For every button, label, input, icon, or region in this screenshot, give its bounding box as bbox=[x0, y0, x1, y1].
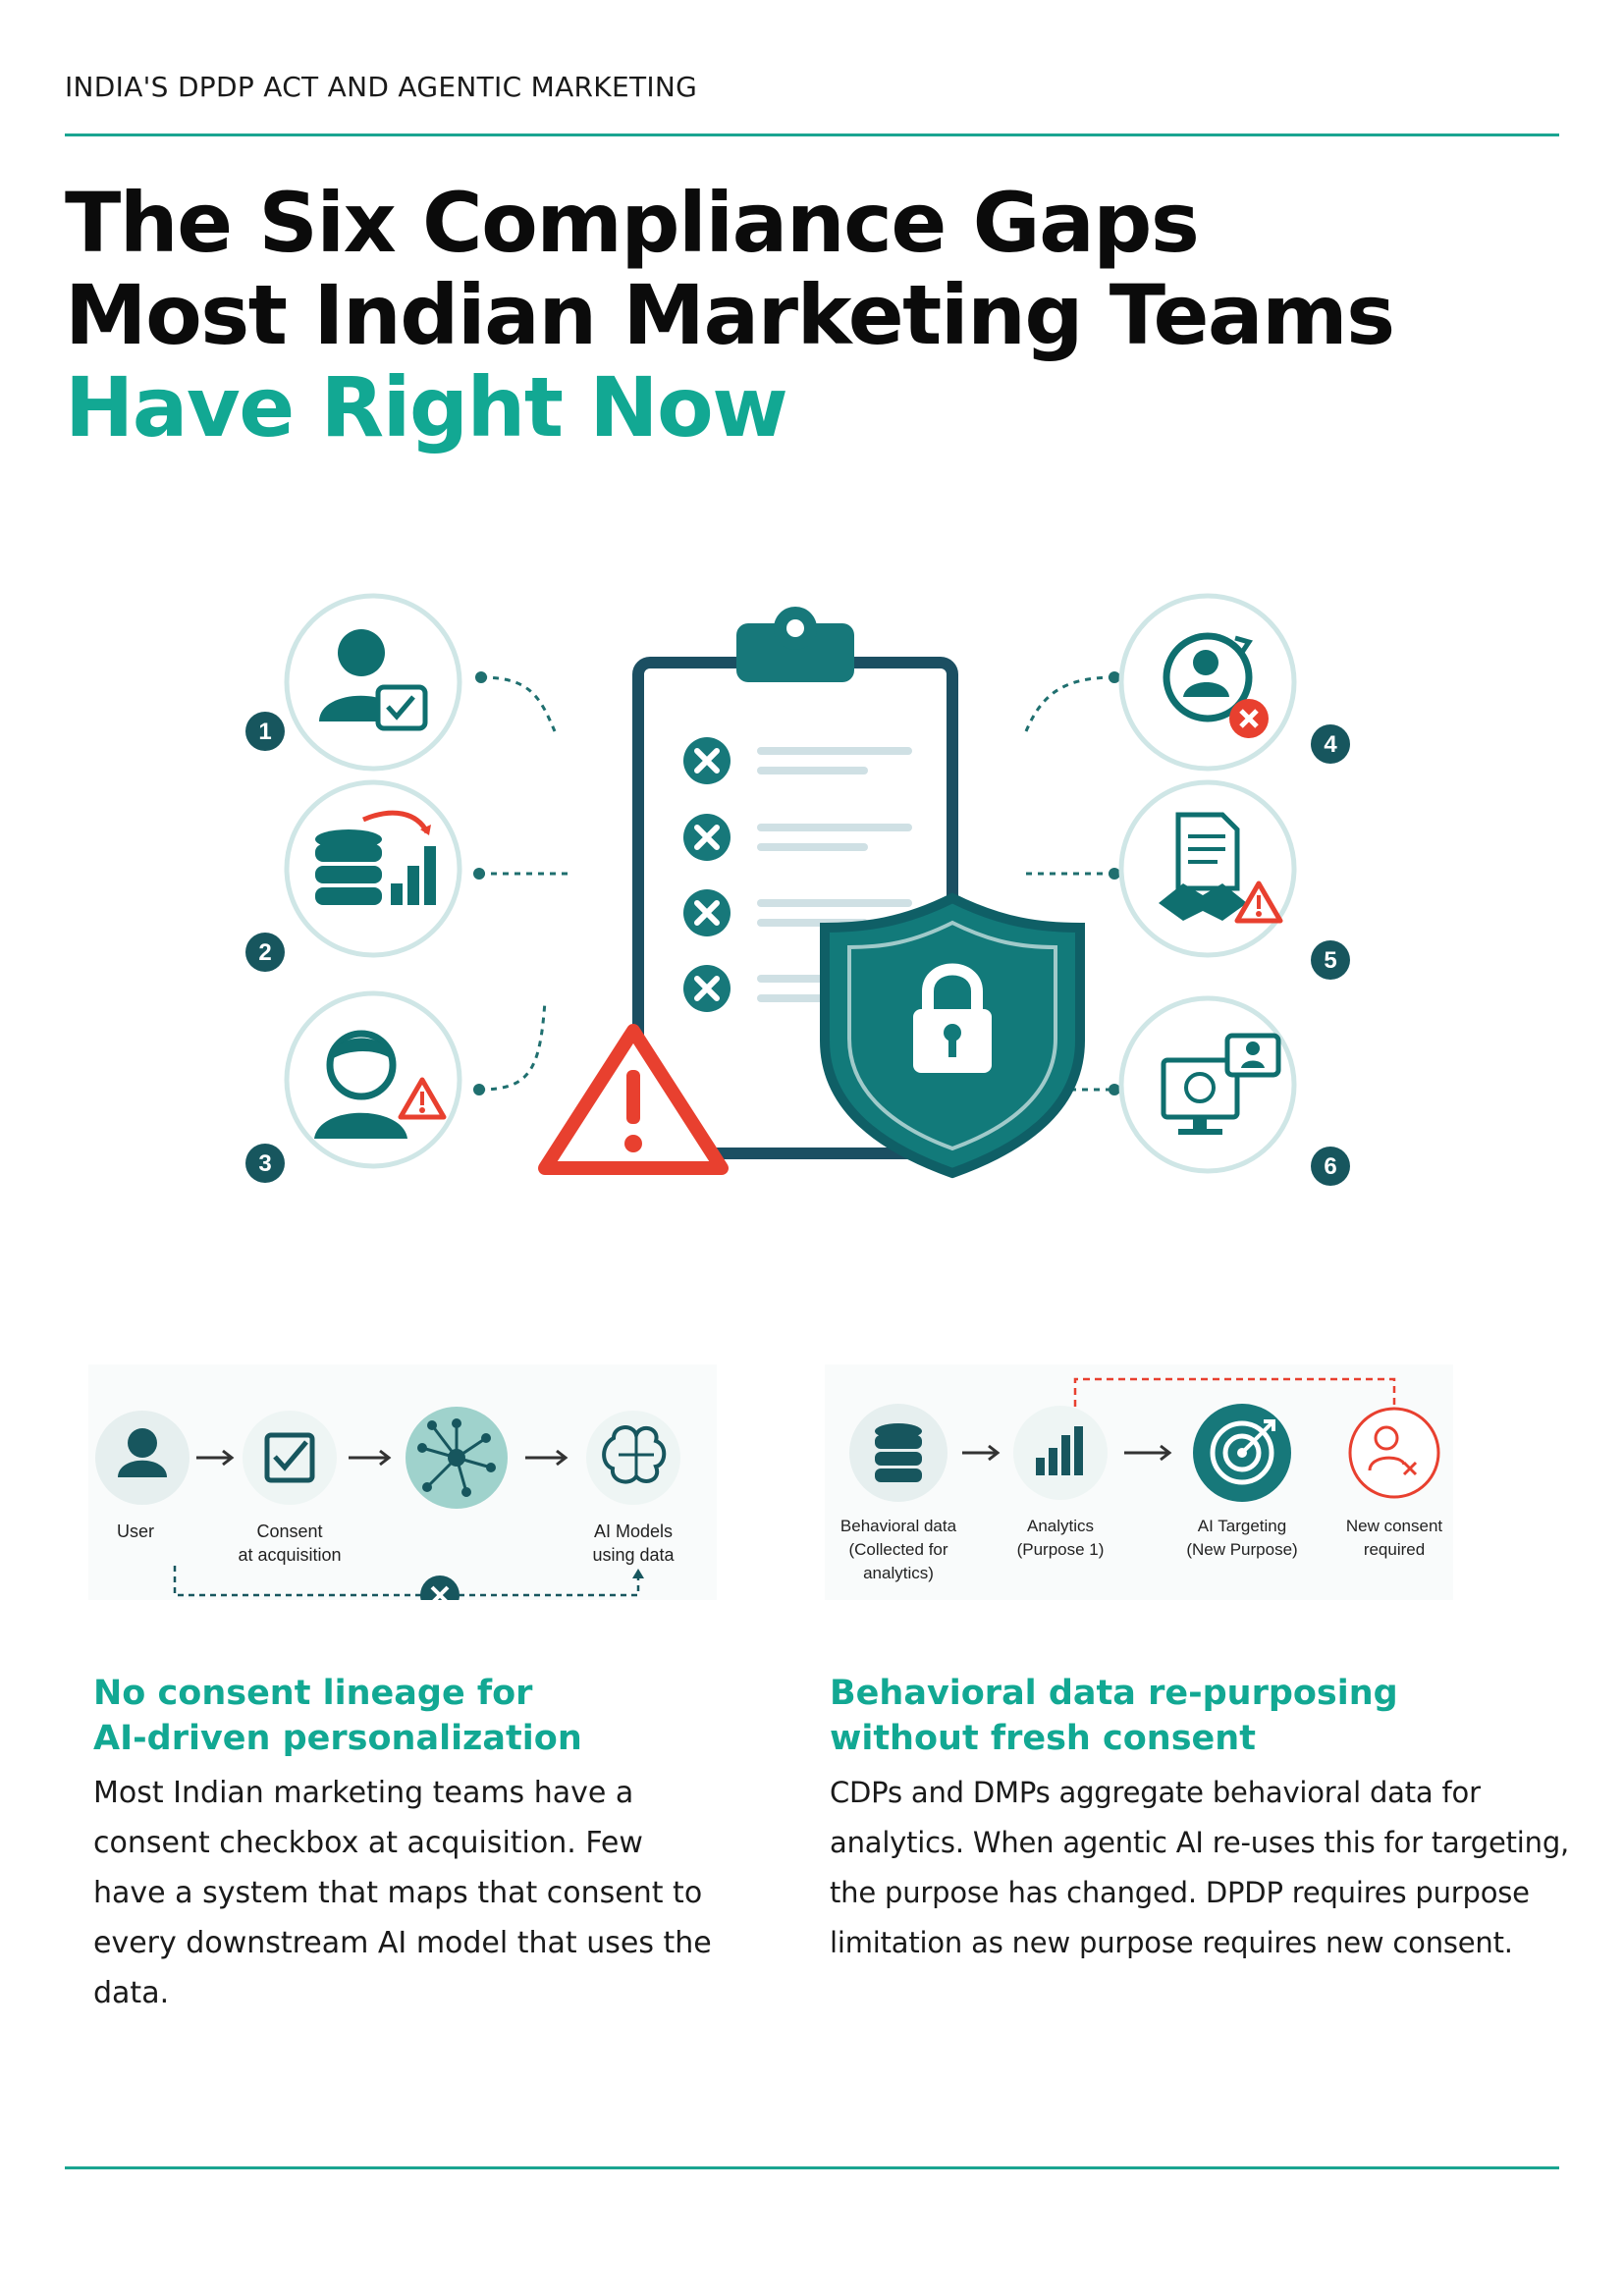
warning-triangle-icon bbox=[538, 1024, 729, 1175]
label-newconsent-2: required bbox=[1364, 1540, 1425, 1559]
gap1-body-line-1: Most Indian marketing teams have a bbox=[93, 1776, 634, 1810]
gap1-title-line-2: AI-driven personalization bbox=[93, 1719, 582, 1758]
header-rule bbox=[65, 133, 1559, 136]
gap2-body-line-4: limitation as new purpose requires new c… bbox=[830, 1926, 1513, 1959]
label-consent-1: Consent bbox=[256, 1522, 322, 1541]
gap1-body-line-4: every downstream AI model that uses the bbox=[93, 1926, 712, 1960]
gap-1-icon bbox=[284, 593, 462, 772]
label-consent-2: at acquisition bbox=[238, 1545, 341, 1565]
gap1-body-line-3: have a system that maps that consent to bbox=[93, 1876, 703, 1910]
broken-link-icon bbox=[420, 1575, 460, 1600]
gap1-body: Most Indian marketing teams have a conse… bbox=[93, 1768, 712, 2018]
gap1-body-line-5: data. bbox=[93, 1976, 170, 2010]
gap-4-icon bbox=[1118, 593, 1297, 772]
label-targeting-2: (New Purpose) bbox=[1186, 1540, 1297, 1559]
ai-brain-icon bbox=[586, 1411, 680, 1505]
footer-rule bbox=[65, 2166, 1559, 2169]
number-badges: 1 2 3 4 5 6 bbox=[245, 712, 1350, 1186]
new-consent-icon bbox=[1348, 1407, 1440, 1499]
compliance-gaps-illustration: 1 2 3 4 5 6 bbox=[245, 593, 1350, 1186]
repurposing-diagram: Behavioral data (Collected for analytics… bbox=[825, 1364, 1453, 1600]
label-behavioral-3: analytics) bbox=[863, 1564, 934, 1582]
label-newconsent-1: New consent bbox=[1346, 1517, 1443, 1535]
label-targeting-1: AI Targeting bbox=[1198, 1517, 1286, 1535]
analytics-bar-icon bbox=[1013, 1406, 1108, 1500]
title-line-2: Most Indian Marketing Teams bbox=[65, 267, 1395, 363]
gap1-title: No consent lineage for AI-driven persona… bbox=[93, 1671, 582, 1761]
gap1-body-line-2: consent checkbox at acquisition. Few bbox=[93, 1826, 643, 1860]
gap-3-icon bbox=[284, 990, 462, 1169]
title-line-3: Have Right Now bbox=[65, 359, 788, 455]
label-analytics-2: (Purpose 1) bbox=[1017, 1540, 1105, 1559]
badge-2: 2 bbox=[258, 939, 271, 966]
gap-2-icon bbox=[284, 779, 462, 958]
page-title: The Six Compliance Gaps Most Indian Mark… bbox=[65, 175, 1395, 455]
badge-4: 4 bbox=[1324, 731, 1337, 758]
badge-6: 6 bbox=[1324, 1153, 1336, 1180]
gap2-body-line-3: the purpose has changed. DPDP requires p… bbox=[830, 1876, 1530, 1909]
badge-5: 5 bbox=[1324, 947, 1336, 974]
label-user: User bbox=[117, 1522, 154, 1541]
gap2-body-line-1: CDPs and DMPs aggregate behavioral data … bbox=[830, 1776, 1481, 1809]
label-analytics-1: Analytics bbox=[1027, 1517, 1094, 1535]
gap2-title-line-2: without fresh consent bbox=[830, 1719, 1256, 1758]
label-behavioral-2: (Collected for bbox=[848, 1540, 947, 1559]
gap1-title-line-1: No consent lineage for bbox=[93, 1674, 533, 1713]
consent-lineage-diagram: User Consent at acquisition AI Models us… bbox=[88, 1364, 717, 1600]
shield-lock-icon bbox=[820, 892, 1085, 1179]
label-ai-1: AI Models bbox=[594, 1522, 673, 1541]
badge-3: 3 bbox=[258, 1150, 271, 1177]
gap2-title-line-1: Behavioral data re-purposing bbox=[830, 1674, 1398, 1713]
gap-6-icon bbox=[1118, 995, 1297, 1174]
header-label: INDIA'S DPDP ACT AND AGENTIC MARKETING bbox=[65, 71, 698, 103]
gap2-body: CDPs and DMPs aggregate behavioral data … bbox=[830, 1768, 1569, 1968]
consent-checkbox-icon bbox=[243, 1411, 337, 1505]
badge-1: 1 bbox=[258, 719, 271, 745]
gap2-body-line-2: analytics. When agentic AI re-uses this … bbox=[830, 1826, 1570, 1859]
gap2-title: Behavioral data re-purposing without fre… bbox=[830, 1671, 1398, 1761]
gap-5-icon bbox=[1118, 779, 1297, 958]
label-behavioral-1: Behavioral data bbox=[840, 1517, 957, 1535]
title-line-1: The Six Compliance Gaps bbox=[65, 175, 1200, 271]
label-ai-2: using data bbox=[592, 1545, 675, 1565]
